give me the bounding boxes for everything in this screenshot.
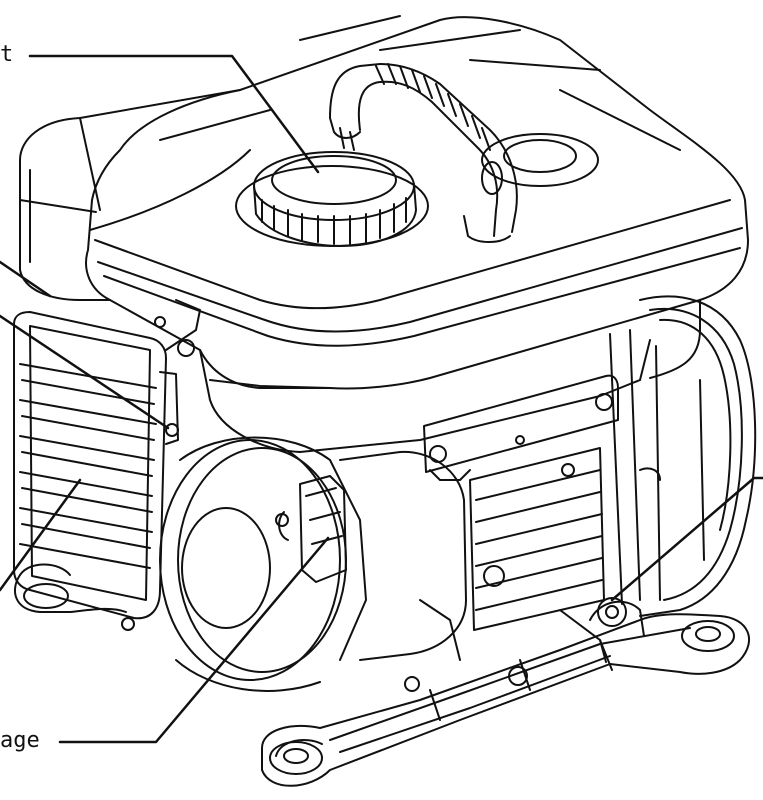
leader-spark-plug xyxy=(58,536,330,744)
frame-base xyxy=(13,563,751,787)
carry-handle xyxy=(329,63,518,243)
leader-mid-left xyxy=(0,314,170,430)
fuel-tank xyxy=(19,15,749,453)
control-panel xyxy=(423,374,619,481)
alternator-cover xyxy=(597,295,757,627)
leader-upper-left xyxy=(0,260,52,298)
callout-leaders xyxy=(0,54,763,744)
air-filter-cover xyxy=(13,299,201,631)
spark-plug-cover xyxy=(275,475,347,583)
callout-label-top: t xyxy=(0,42,14,67)
recoil-starter xyxy=(159,436,367,692)
leader-air-filter xyxy=(0,478,82,592)
engine-block xyxy=(339,447,613,671)
fuel-tank-cap xyxy=(253,151,417,247)
callout-label-bottom: age xyxy=(0,728,40,753)
leader-right xyxy=(610,476,763,602)
leader-fuel-cap xyxy=(28,54,320,174)
